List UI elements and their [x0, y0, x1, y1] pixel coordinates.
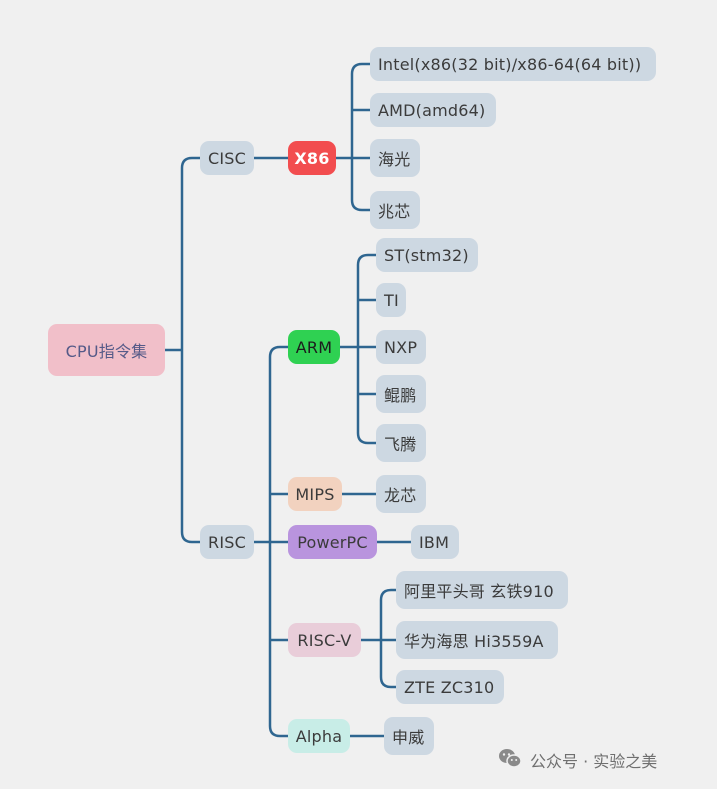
family-mips[interactable]: MIPS	[288, 477, 342, 511]
leaf-st[interactable]: ST(stm32)	[376, 238, 478, 272]
leaf-alibaba[interactable]: 阿里平头哥 玄铁910	[396, 571, 568, 609]
leaf-loongson[interactable]: 龙芯	[376, 475, 426, 513]
leaf-sunway[interactable]: 申威	[384, 717, 434, 755]
watermark: 公众号 · 实验之美	[498, 748, 657, 772]
leaf-phytium[interactable]: 飞腾	[376, 424, 426, 462]
leaf-zhaoxin[interactable]: 兆芯	[370, 191, 420, 229]
branch-cisc[interactable]: CISC	[200, 141, 254, 175]
wechat-icon	[498, 747, 522, 773]
watermark-text: 公众号 · 实验之美	[530, 752, 658, 771]
leaf-ti[interactable]: TI	[376, 283, 406, 317]
leaf-kunpeng[interactable]: 鲲鹏	[376, 375, 426, 413]
leaf-ibm[interactable]: IBM	[411, 525, 459, 559]
family-alpha[interactable]: Alpha	[288, 719, 350, 753]
leaf-hygon[interactable]: 海光	[370, 139, 420, 177]
leaf-intel[interactable]: Intel(x86(32 bit)/x86-64(64 bit))	[370, 47, 656, 81]
leaf-zte[interactable]: ZTE ZC310	[396, 670, 504, 704]
family-riscv[interactable]: RISC-V	[288, 623, 361, 657]
family-x86[interactable]: X86	[288, 141, 336, 175]
branch-risc[interactable]: RISC	[200, 525, 254, 559]
family-arm[interactable]: ARM	[288, 330, 340, 364]
root-node[interactable]: CPU指令集	[48, 324, 165, 376]
leaf-nxp[interactable]: NXP	[376, 330, 426, 364]
family-powerpc[interactable]: PowerPC	[288, 525, 377, 559]
leaf-hisilicon[interactable]: 华为海思 Hi3559A	[396, 621, 558, 659]
leaf-amd[interactable]: AMD(amd64)	[370, 93, 496, 127]
